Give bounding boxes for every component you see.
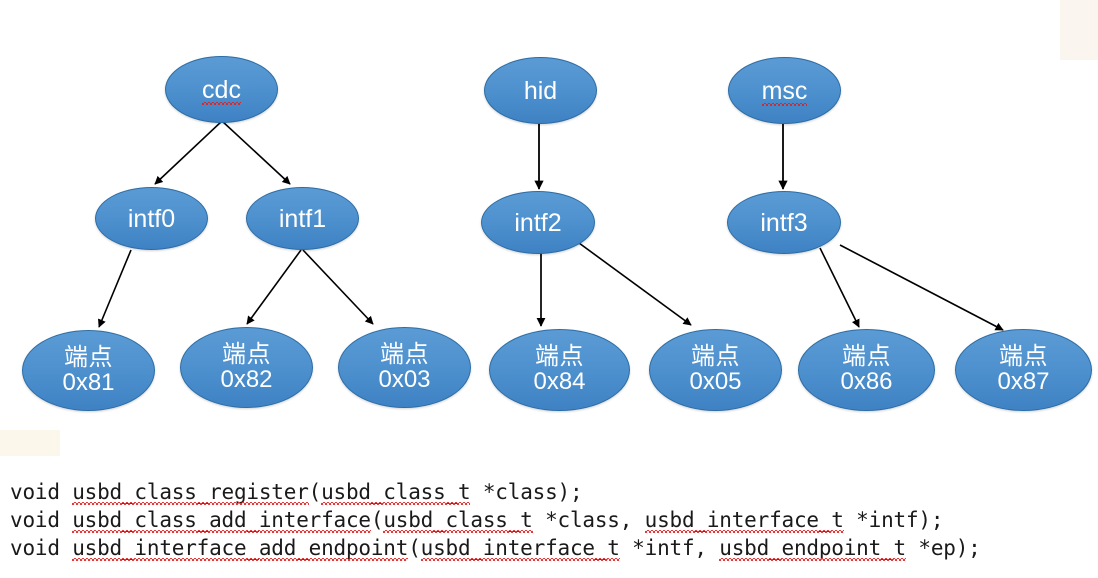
edge-intf2-ep05 [578,242,692,326]
edge-intf3-ep87 [839,244,1004,331]
node-endpoint-0x86[interactable]: 端点 0x86 [798,329,935,411]
code-param: *class, [532,508,645,532]
edge-layer [98,120,1004,331]
code-type-name: usbd_class_t [383,508,533,533]
endpoint-address: 0x03 [378,365,431,393]
node-interface-intf2[interactable]: intf2 [481,191,595,254]
code-tail: *ep); [905,536,981,560]
node-endpoint-0x84[interactable]: 端点 0x84 [489,329,630,411]
code-line-3: void usbd_interface_add_endpoint(usbd_in… [10,534,1098,562]
endpoint-address: 0x84 [533,368,586,395]
code-function-name: usbd_class_register [72,480,310,505]
code-tail: *intf); [843,508,944,532]
node-endpoint-0x81[interactable]: 端点 0x81 [22,330,155,411]
code-line-1: void usbd_class_register(usbd_class_t *c… [10,478,1098,506]
node-endpoint-0x82[interactable]: 端点 0x82 [180,327,313,408]
api-code-block: void usbd_class_register(usbd_class_t *c… [0,470,1098,578]
endpoint-label-cn: 端点 [999,343,1048,371]
node-label: intf1 [278,204,327,233]
code-keyword: void [10,536,73,560]
code-keyword: void [10,508,73,532]
code-param: *intf, [619,536,720,560]
code-function-name: usbd_class_add_interface [72,508,371,533]
node-interface-intf0[interactable]: intf0 [95,187,208,250]
edge-intf1-ep03 [302,249,374,325]
endpoint-address: 0x87 [997,368,1050,395]
node-class-msc[interactable]: msc [728,57,841,124]
endpoint-address: 0x81 [62,368,115,396]
edge-intf3-ep86 [819,247,860,328]
node-interface-intf3[interactable]: intf3 [727,191,841,254]
node-label: intf2 [514,208,562,237]
code-line-2: void usbd_class_add_interface(usbd_class… [10,506,1098,534]
edge-intf1-ep82 [246,249,302,325]
endpoint-label-cn: 端点 [380,340,429,368]
node-label: msc [761,76,808,106]
node-class-cdc[interactable]: cdc [165,56,278,123]
diagram-canvas: cdc hid msc intf0 intf1 intf2 intf3 端点 0… [0,0,1098,456]
node-endpoint-0x87[interactable]: 端点 0x87 [955,329,1092,411]
endpoint-address: 0x05 [689,368,742,395]
code-punct: ( [408,536,421,560]
code-keyword: void [10,480,73,504]
code-type-name: usbd_interface_t [420,536,620,561]
endpoint-address: 0x82 [220,365,273,393]
node-label: hid [523,76,558,105]
code-punct: ( [370,508,384,532]
code-type-name: usbd_endpoint_t [719,536,906,561]
code-tail: *class); [470,480,583,504]
edge-cdc-intf1 [221,120,291,185]
code-function-name: usbd_interface_add_endpoint [72,536,409,561]
edge-cdc-intf0 [154,120,223,185]
node-label: cdc [202,75,241,105]
node-label: intf0 [127,204,176,233]
code-punct: ( [308,480,322,504]
node-endpoint-0x05[interactable]: 端点 0x05 [649,329,782,411]
node-endpoint-0x03[interactable]: 端点 0x03 [338,327,471,408]
endpoint-label-cn: 端点 [691,343,740,371]
edge-intf0-ep81 [98,249,132,328]
node-class-hid[interactable]: hid [484,57,597,124]
endpoint-label-cn: 端点 [535,343,584,371]
code-type-name: usbd_class_t [321,480,471,505]
endpoint-address: 0x86 [840,368,893,395]
code-type-name: usbd_interface_t [644,508,844,533]
endpoint-label-cn: 端点 [842,343,891,371]
endpoint-label-cn: 端点 [64,343,113,371]
node-label: intf3 [760,208,808,237]
endpoint-label-cn: 端点 [222,340,271,368]
node-interface-intf1[interactable]: intf1 [246,187,359,250]
